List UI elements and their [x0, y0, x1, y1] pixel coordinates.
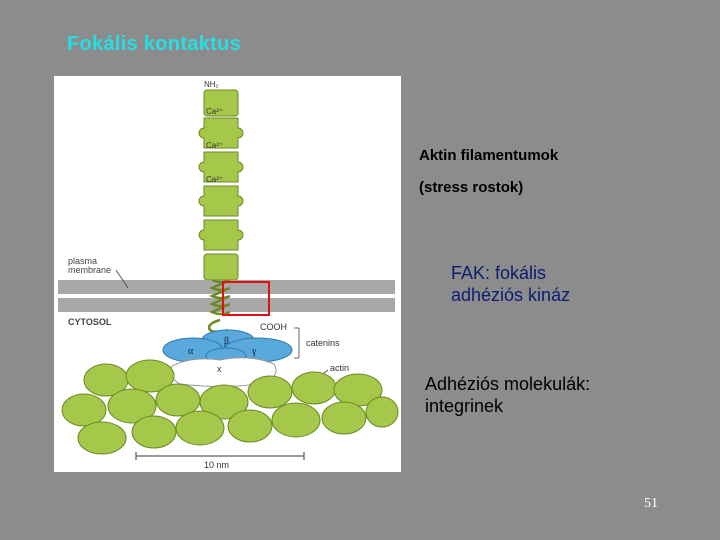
actin-label: actin — [330, 363, 349, 373]
stress-fibers-annotation: (stress rostok) — [419, 179, 523, 196]
actin-filaments-annotation: Aktin filamentumok — [419, 147, 558, 164]
beta-label: β — [224, 336, 229, 347]
page-number: 51 — [644, 496, 658, 512]
cadherin-chain — [199, 90, 243, 280]
gamma-label: γ — [251, 346, 257, 357]
slide-title: Fokális kontaktus — [67, 33, 241, 56]
alpha-label: α — [188, 346, 194, 357]
scale-bar — [136, 452, 304, 460]
cooh-label: COOH — [260, 322, 287, 332]
membrane-label: membrane — [68, 265, 111, 275]
cytosol-label: CYTOSOL — [68, 317, 112, 327]
ca-label-2: Ca²⁺ — [206, 141, 223, 150]
scale-label: 10 nm — [204, 460, 229, 470]
focal-contact-diagram: NH₂ Ca²⁺ Ca²⁺ Ca²⁺ plasma membrane CYTOS… — [54, 76, 401, 472]
x-label: x — [217, 364, 222, 374]
nh2-label: NH₂ — [204, 80, 219, 89]
catenins-label: catenins — [306, 338, 340, 348]
ca-label-1: Ca²⁺ — [206, 107, 223, 116]
adhesion-molecules-annotation: Adhéziós molekulák: integrinek — [425, 373, 625, 417]
ca-label-3: Ca²⁺ — [206, 175, 223, 184]
fak-annotation: FAK: fokális adhéziós kináz — [451, 262, 621, 306]
